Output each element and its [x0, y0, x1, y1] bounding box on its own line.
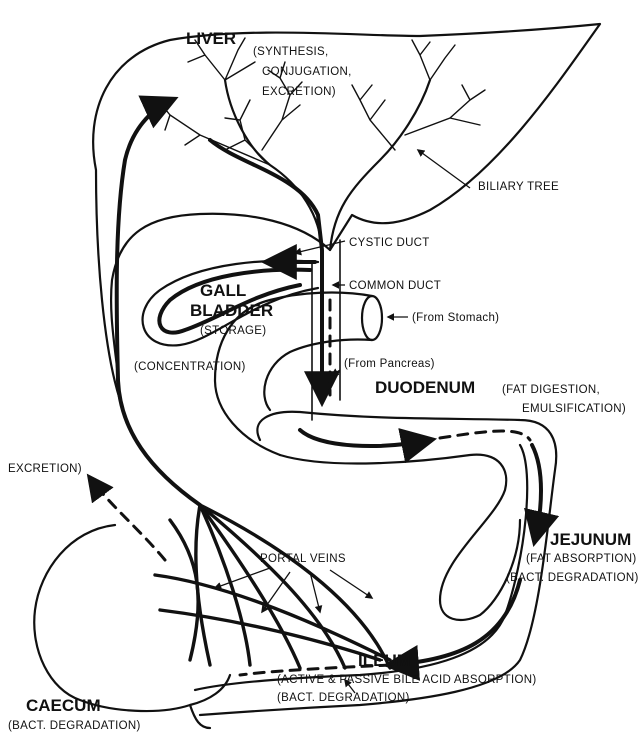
jejunum-function-2: (BACT. DEGRADATION): [506, 572, 639, 584]
bladder-label: BLADDER: [190, 301, 273, 320]
ileum-function-1: (ACTIVE & PASSIVE BILE ACID ABSORPTION): [277, 674, 536, 686]
biliary-tree-pointer: [418, 150, 470, 188]
jejunum-flow: [532, 445, 541, 540]
duodenum-dash: [440, 431, 530, 440]
concentration-label: (CONCENTRATION): [134, 361, 246, 373]
appendix: [190, 705, 210, 728]
ileum-label: ILEUM: [358, 651, 411, 670]
from-stomach-label: (From Stomach): [412, 312, 499, 324]
excretion-label: EXCRETION): [8, 463, 82, 475]
portal-veins-pointer-1: [215, 568, 270, 588]
gall-label: GALL: [200, 281, 246, 300]
caecum-label: CAECUM: [26, 696, 101, 715]
biliary-tree-label: BILIARY TREE: [478, 181, 559, 193]
common-duct: [312, 240, 340, 420]
from-pancreas-label: (From Pancreas): [344, 358, 435, 370]
jejunum-label: JEJUNUM: [550, 530, 631, 549]
excretion-dash: [90, 478, 165, 560]
from-pancreas-pointer: [332, 370, 340, 375]
liver-function-3: EXCRETION): [262, 86, 336, 98]
duodenum-flow: [300, 430, 430, 446]
caecum-function: (BACT. DEGRADATION): [8, 720, 141, 732]
common-duct-label: COMMON DUCT: [349, 280, 441, 292]
liver-outline: [93, 24, 600, 400]
liver-function-2: CONJUGATION,: [262, 66, 352, 78]
liver-label: LIVER: [186, 29, 236, 48]
duodenum-function-1: (FAT DIGESTION,: [502, 384, 600, 396]
jejunum-function-1: (FAT ABSORPTION): [526, 553, 636, 565]
portal-return-flow: [117, 100, 200, 505]
portal-veins-label: PORTAL VEINS: [260, 553, 346, 565]
liver-function-1: (SYNTHESIS,: [253, 46, 329, 58]
ileum-function-2: (BACT. DEGRADATION): [277, 692, 410, 704]
duodenum-function-2: EMULSIFICATION): [522, 403, 626, 415]
portal-veins-pointer-2: [262, 572, 290, 612]
duodenum-label: DUODENUM: [375, 378, 475, 397]
storage-label: (STORAGE): [200, 325, 266, 337]
cystic-duct-label: CYSTIC DUCT: [349, 237, 430, 249]
